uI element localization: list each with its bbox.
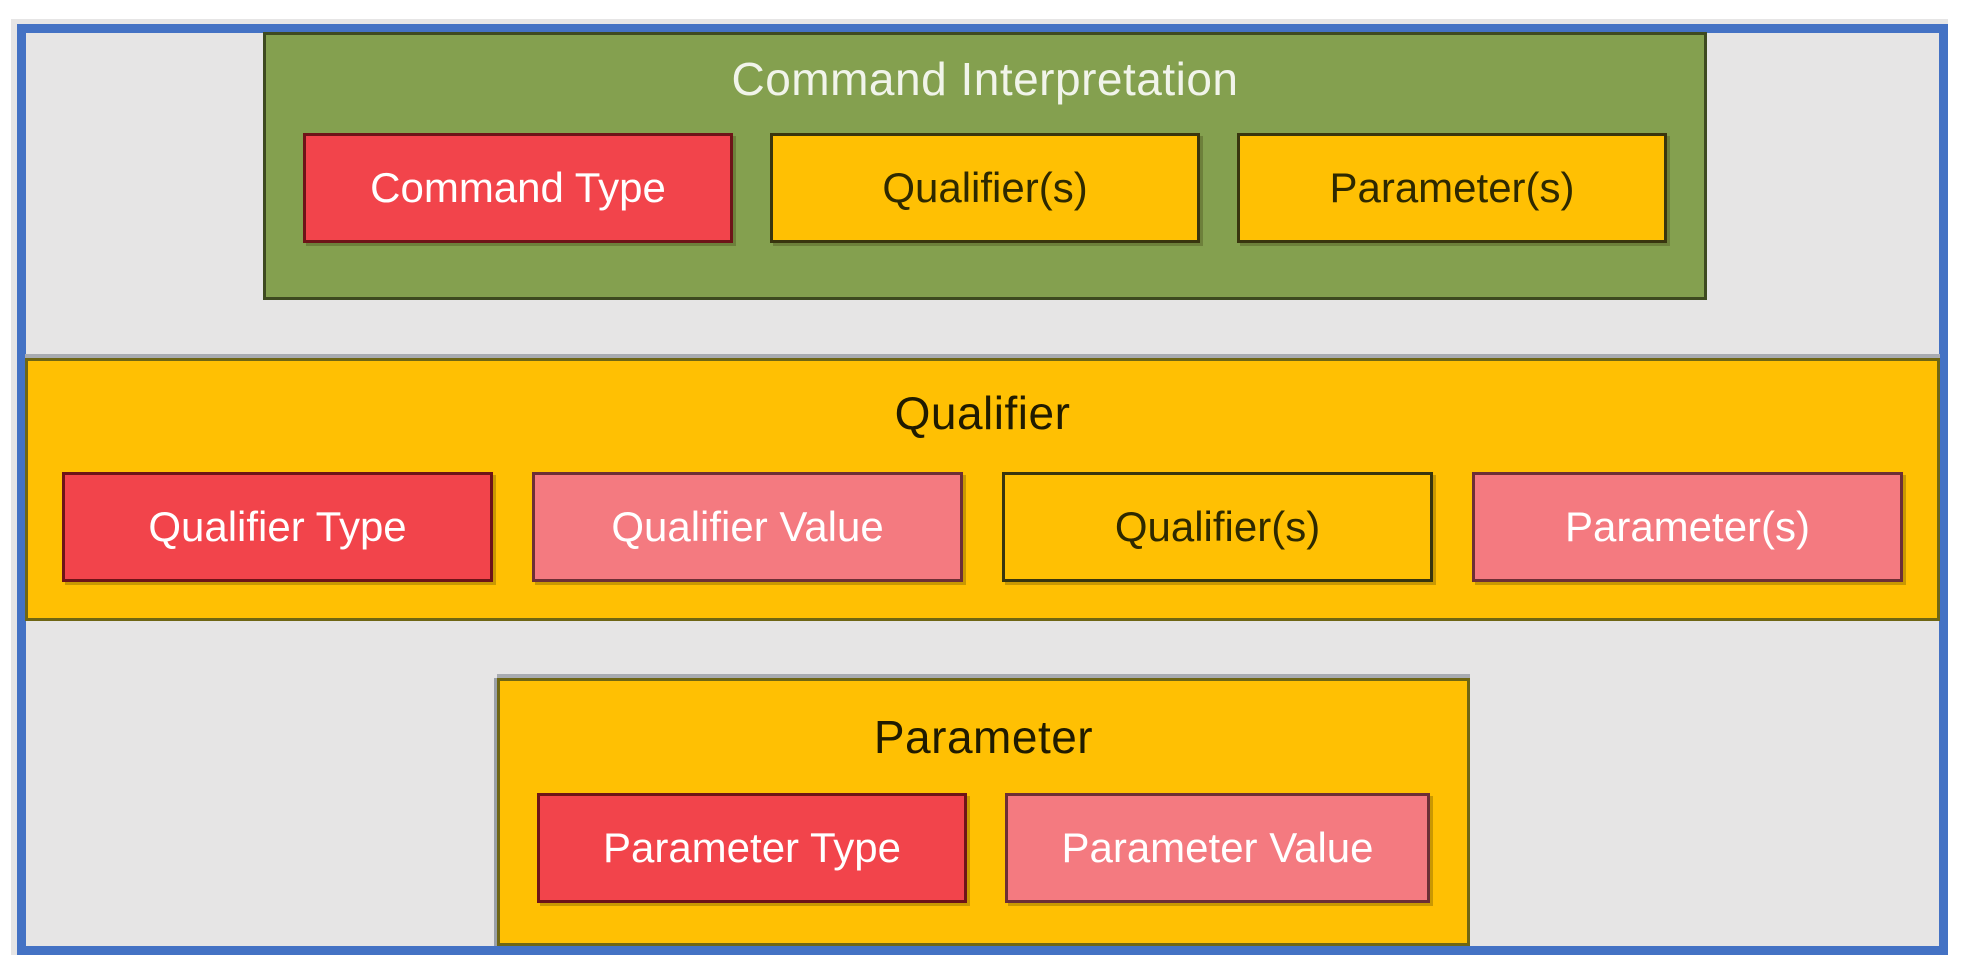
box-parameter-type: Parameter Type: [537, 793, 967, 903]
box-qualifier-value: Qualifier Value: [532, 472, 963, 582]
box-command-qualifiers: Qualifier(s): [770, 133, 1200, 243]
box-qualifier-parameters: Parameter(s): [1472, 472, 1903, 582]
box-command-type: Command Type: [303, 133, 733, 243]
section-parameter: Parameter Parameter Type Parameter Value: [497, 678, 1470, 946]
box-qualifier-qualifiers: Qualifier(s): [1002, 472, 1433, 582]
box-command-parameters: Parameter(s): [1237, 133, 1667, 243]
section-title-parameter: Parameter: [873, 711, 1094, 763]
command-children-row: Command Type Qualifier(s) Parameter(s): [266, 133, 1704, 243]
section-command-interpretation: Command Interpretation Command Type Qual…: [263, 32, 1707, 300]
qualifier-children-row: Qualifier Type Qualifier Value Qualifier…: [28, 472, 1937, 582]
section-qualifier: Qualifier Qualifier Type Qualifier Value…: [25, 358, 1940, 621]
box-parameter-value: Parameter Value: [1005, 793, 1430, 903]
section-title-qualifier: Qualifier: [894, 387, 1071, 439]
section-title-command-interpretation: Command Interpretation: [731, 53, 1239, 105]
diagram-panel: Command Interpretation Command Type Qual…: [11, 19, 1948, 955]
parameter-children-row: Parameter Type Parameter Value: [500, 793, 1467, 903]
box-qualifier-type: Qualifier Type: [62, 472, 493, 582]
